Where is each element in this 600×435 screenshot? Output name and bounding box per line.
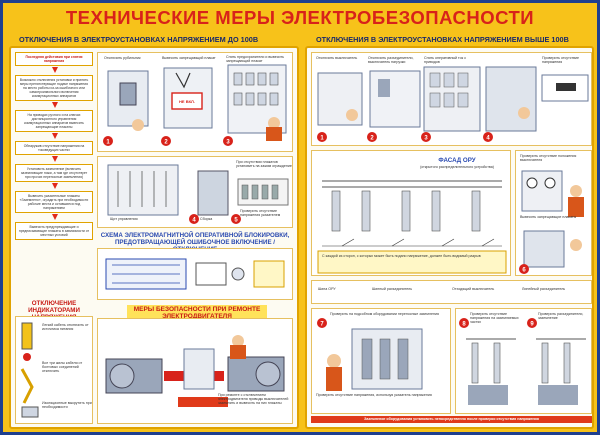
svg-text:5: 5 <box>234 218 238 224</box>
station-label: Линейный разъединитель <box>522 287 566 291</box>
caption: Проверить отсутствие напряжения на зазем… <box>470 312 519 325</box>
bottom-scene-1: 7 Проверить на подсобном оборудовании пе… <box>311 308 451 414</box>
svg-text:9: 9 <box>530 322 534 328</box>
bottom-illustration-1: 7 <box>317 318 423 391</box>
panel-scene: 4 5 Щит управления Сборка При отсутствии… <box>97 156 293 228</box>
flow-step: Вывесить предупреждающие и предписывающи… <box>15 222 93 240</box>
svg-text:3: 3 <box>424 136 428 142</box>
motor-illustration <box>105 335 285 407</box>
caption: Проверить отсутствие напряжения, использ… <box>316 393 432 397</box>
flow-step: На приводах ручного и на ключах дистанци… <box>15 110 93 139</box>
caption: Снять оперативный ток с приводов <box>424 56 467 65</box>
svg-text:6: 6 <box>522 268 526 274</box>
caption: Отключить разъединители, выключатель наг… <box>368 56 414 65</box>
opu-sub: (открытого распределительного устройства… <box>420 165 494 169</box>
meters-illustration: 6 <box>519 170 584 274</box>
warn-strip: Заземление оборудования установить непос… <box>311 416 592 423</box>
caption: Проверить разъединители, заземление <box>538 312 584 321</box>
flow-step: Последняя дейстивия при снятия напряжени… <box>15 52 93 73</box>
panel-label: Щит управления <box>110 217 138 221</box>
caption: Проверить отсутствие положения выключате… <box>520 154 577 163</box>
motor-title: МЕРЫ БЕЗОПАСНОСТИ ПРИ РЕМОНТЕ ЭЛЕКТРОДВИ… <box>127 305 267 321</box>
svg-text:8: 8 <box>462 322 466 328</box>
svg-text:2: 2 <box>370 136 374 142</box>
station-labels: Шина ОРУ Шинный разъединитель Отходящий … <box>311 280 592 304</box>
svg-text:3: 3 <box>226 140 230 146</box>
left-subtitle: ОТКЛЮЧЕНИЯ В ЭЛЕКТРОУСТАНОВКАХ НАПРЯЖЕНИ… <box>19 35 259 44</box>
hv-disconnect-scene: 1 2 3 4 Отключить выключатель Отключить … <box>311 52 592 146</box>
right-subtitle: ОТКЛЮЧЕНИЯ В ЭЛЕКТРОУСТАНОВКАХ НАПРЯЖЕНИ… <box>316 35 569 44</box>
tools-illustration <box>20 322 39 418</box>
caption: Отключить рубильник <box>104 56 141 60</box>
procedure-flow: Последняя дейстивия при снятия напряжени… <box>15 52 93 249</box>
caption: Проверить отсутствие напряжения указател… <box>240 209 281 218</box>
flow-step: Установить заземление (включить заземляю… <box>15 164 93 189</box>
disconnect-illustration: НЕ ВКЛ. 1 2 3 <box>103 64 287 146</box>
svg-text:1: 1 <box>106 140 110 146</box>
caption: Вывесить запрещающие плакаты <box>520 215 577 219</box>
svg-text:1: 1 <box>320 136 324 142</box>
svg-text:НЕ ВКЛ.: НЕ ВКЛ. <box>179 99 195 104</box>
motor-caption: При ремонте с отключением электродвигате… <box>218 393 289 406</box>
panel-illustration: 4 5 <box>107 164 289 224</box>
right-panel: 1 2 3 4 Отключить выключатель Отключить … <box>305 46 594 429</box>
caption: Проверить отсутствие напряжения <box>542 56 580 65</box>
disconnect-scene: НЕ ВКЛ. 1 2 3 Отключить рубильник Вывеси… <box>97 52 293 152</box>
opu-label: ФАСАД ОРУ <box>438 157 476 164</box>
tools-column: Легкий кабель отключить от источника пит… <box>15 316 93 424</box>
caption: Отключить выключатель <box>316 56 358 60</box>
flow-step: Вывесить указательные плакаты «Заземлено… <box>15 191 93 220</box>
blocking-diagram <box>105 258 285 290</box>
station-label: Шина ОРУ <box>318 287 336 291</box>
opu-scene: ФАСАД ОРУ (открытого распределительного … <box>311 150 511 276</box>
blocking-scheme <box>97 248 293 300</box>
bottom-illustration-2: 8 9 <box>459 318 586 405</box>
tool-caption: Легкий кабель отключить от источника пит… <box>42 323 89 332</box>
caption: Вывесить запрещающий плакат <box>162 56 216 60</box>
poster-title: ТЕХНИЧЕСКИЕ МЕРЫ ЭЛЕКТРОБЕЗОПАСНОСТИ <box>65 7 535 28</box>
hv-disconnect-illustration: 1 2 3 4 <box>317 66 589 142</box>
left-panel: Последняя дейстивия при снятия напряжени… <box>9 46 299 429</box>
svg-text:4: 4 <box>192 218 196 224</box>
meters-column: 6 Проверить отсутствие положения выключа… <box>515 150 592 276</box>
station-label: Отходящий выключатель <box>452 287 495 291</box>
station-label: Шинный разъединитель <box>372 287 413 291</box>
svg-text:2: 2 <box>164 140 168 146</box>
motor-scene: При ремонте с отключением электродвигате… <box>97 318 293 424</box>
caption: Проверить на подсобном оборудовании пере… <box>330 312 439 316</box>
caption: Снять предохранители и вывесить запрещаю… <box>226 55 285 64</box>
panel-label: Сборка <box>200 217 213 221</box>
flow-step: Обнаружив отсутствие напряжения на токов… <box>15 141 93 162</box>
svg-text:7: 7 <box>320 322 324 328</box>
flow-step: Возможно отключения установки и принять … <box>15 75 93 108</box>
switchgear-text: С каждой из сторон, с которых может быть… <box>322 254 481 258</box>
svg-text:4: 4 <box>486 136 490 142</box>
caption: При отсутствии плакатов установить на за… <box>236 160 292 169</box>
tool-caption: Изоляционные выкрутить при необходимости <box>42 401 92 410</box>
tool-caption: Все три жилы кабеля от болтовых соединен… <box>42 361 83 374</box>
bottom-scene-2: 8 9 Проверить отсутствие напряжения на з… <box>455 308 592 414</box>
opu-illustration <box>317 180 507 274</box>
